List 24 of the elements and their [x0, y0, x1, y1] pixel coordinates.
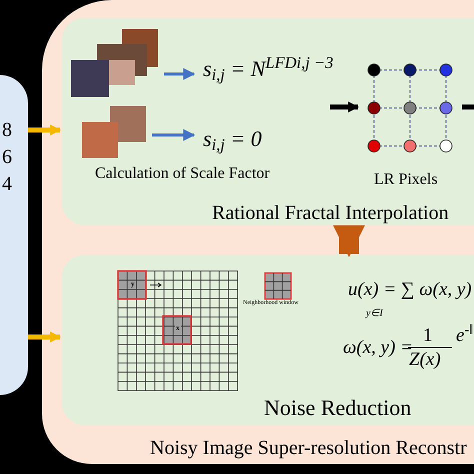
arrow	[330, 102, 360, 112]
arrow	[164, 68, 196, 80]
panel-title: Rational Fractal Interpolation	[212, 201, 449, 226]
method-panel	[42, 0, 474, 464]
block-arrow	[333, 225, 365, 258]
formula: Z(x)	[409, 350, 441, 369]
stage-panel	[62, 255, 474, 425]
arrow	[28, 124, 62, 136]
pixel-grid-label: LR Pixels	[374, 170, 438, 190]
formula: y∈I	[366, 309, 383, 319]
caption: Calculation of Scale Factor	[95, 166, 270, 182]
panel-title: Noise Reduction	[264, 394, 412, 422]
digit: 4	[2, 172, 12, 197]
formula: e$^{-‖}$	[456, 326, 474, 345]
formula: s$_{i,j}$ = N$^{LFDi,j −3}$	[203, 52, 334, 85]
arrow	[152, 129, 196, 141]
formula: u(x) = ∑ ω(x, y)	[348, 280, 472, 299]
panel-title: Noisy Image Super-resolution Reconstr	[150, 436, 467, 461]
digit: 6	[2, 145, 12, 170]
formula: 1	[423, 326, 432, 345]
digit: 8	[2, 118, 12, 143]
formula: s$_{i,j}$ = 0	[203, 125, 262, 155]
stage-panel	[62, 18, 474, 225]
arrow	[28, 332, 62, 342]
